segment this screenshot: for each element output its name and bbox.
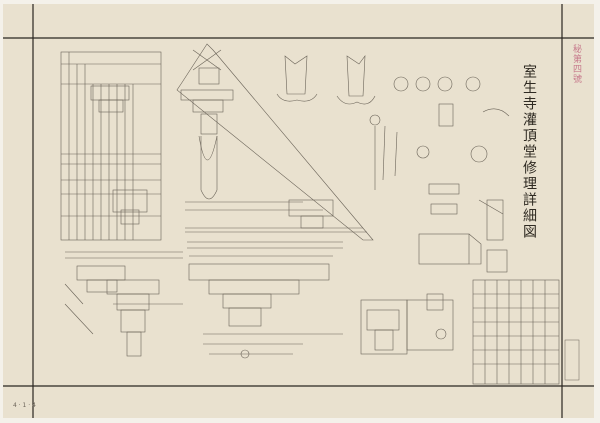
joint-details xyxy=(360,199,508,355)
ornament-details xyxy=(276,55,510,241)
drawing-title: 室生寺灌頂堂修理詳細図 xyxy=(521,64,537,240)
specification-table xyxy=(472,279,560,385)
bracket-elevation-detail xyxy=(187,241,343,359)
drawing-linework xyxy=(3,4,594,418)
bracket-assembly-detail xyxy=(64,251,183,357)
gable-section-detail xyxy=(176,43,374,241)
drawing-sheet: 室生寺灌頂堂修理詳細図 秘第四號 4 · 1 · 4 xyxy=(3,4,594,418)
red-stamp: 秘第四號 xyxy=(571,44,581,84)
sheet-number-label: 4 · 1 · 4 xyxy=(13,402,36,409)
border-frame xyxy=(3,4,594,418)
title-block-box xyxy=(564,339,580,381)
eave-section-detail xyxy=(60,51,162,241)
